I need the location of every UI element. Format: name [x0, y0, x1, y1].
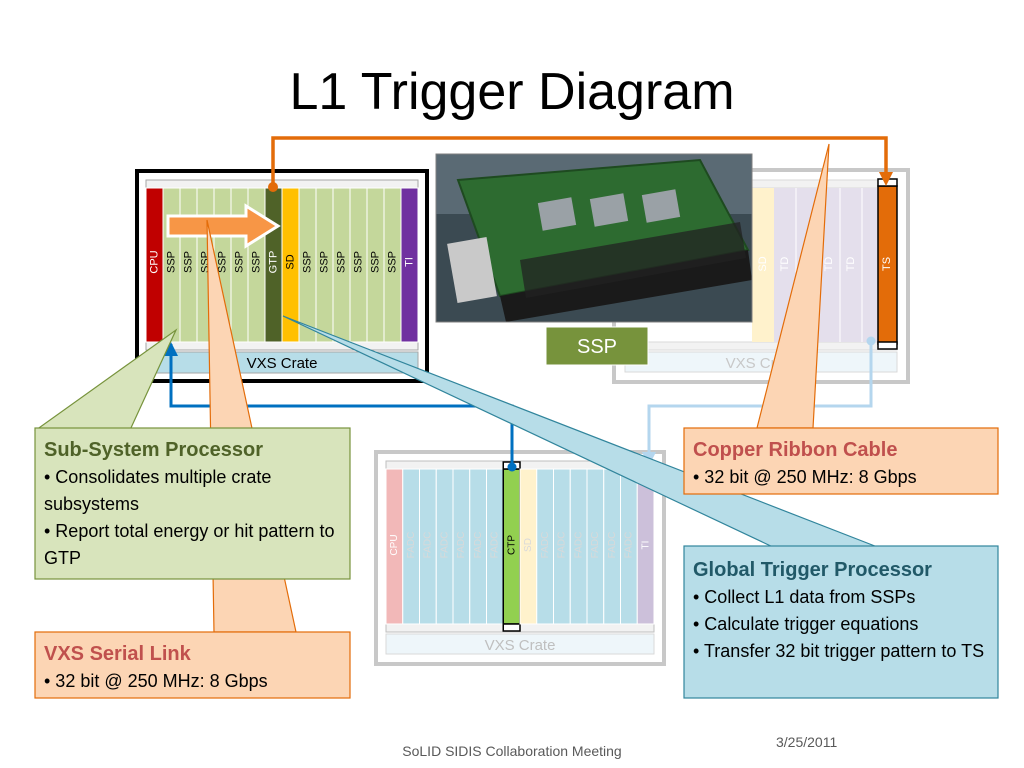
- left-slots-slot-label: SSP: [386, 251, 398, 273]
- bottom-crate: CPU FADC FADC FADC FADC FADC FADC CTP SD FADC FADC…: [374, 450, 666, 666]
- right-crate-slot-label: TD: [845, 257, 857, 272]
- left-crate-top-rail: [145, 179, 419, 189]
- left-crate-bottom-rail: [145, 341, 419, 351]
- gtp-callout: Global Trigger Processor • Collect L1 da…: [684, 550, 998, 671]
- ssp-photo-label: SSP: [577, 336, 617, 358]
- bottom-slots-slot-label: FADC: [590, 532, 601, 559]
- faded-link-endpoint: [866, 336, 876, 346]
- left-slots-slot-label: GTP: [267, 251, 279, 274]
- bottom-slots-slot-label: FADC: [406, 532, 417, 559]
- fpga-chip-3: [641, 189, 681, 223]
- left-slots-slot-label: SSP: [301, 251, 313, 273]
- link-endpoint-ctp: [507, 462, 517, 472]
- gtp-callout-bullet-3: • Transfer 32 bit trigger pattern to TS: [693, 641, 985, 661]
- bottom-slots-slot-label: FADC: [439, 532, 450, 559]
- bottom-slots-slot-label: FADC: [557, 532, 568, 559]
- cable-endpoint-gtp: [268, 182, 278, 192]
- copper-callout-bullet-1: • 32 bit @ 250 MHz: 8 Gbps: [693, 467, 917, 487]
- ssp-board-photo: [435, 153, 753, 323]
- bottom-slots-slot-label: FADC: [540, 532, 551, 559]
- left-slots-slot-label: SSP: [318, 251, 330, 273]
- copper-callout-heading: Copper Ribbon Cable: [693, 439, 898, 461]
- right-crate-slot-sd: [752, 188, 774, 342]
- ssp-callout-bullet-2: • Report total energy or hit pattern to …: [44, 521, 335, 568]
- bottom-slots-slot-label: CPU: [389, 534, 400, 555]
- gtp-callout-box: [683, 545, 999, 699]
- bottom-slots-slot-label: FADC: [573, 532, 584, 559]
- gtp-callout-bullet-1: • Collect L1 data from SSPs: [693, 587, 916, 607]
- right-crate-slot-label: TD: [823, 257, 835, 272]
- vxs-callout-box: [34, 631, 351, 699]
- left-crate-slots: CPU SSP SSP SSP SSP SSP SSP GTP SD SSP SSP SSP SSP SS…: [145, 187, 419, 343]
- ssp-callout-box: [34, 427, 351, 580]
- ssp-callout: Sub-System Processor • Consolidates mult…: [35, 430, 350, 578]
- left-slots-slot-label: SSP: [165, 251, 177, 273]
- vxs-callout: VXS Serial Link • 32 bit @ 250 MHz: 8 Gb…: [35, 634, 350, 701]
- left-slots-slot-label: SSP: [182, 251, 194, 273]
- bottom-slots-slot-label: TI: [640, 541, 651, 550]
- vxs-callout-heading: VXS Serial Link: [44, 643, 191, 665]
- left-slots-slot-label: SSP: [352, 251, 364, 273]
- vxs-serial-link: [169, 344, 514, 466]
- left-crate: CPU SSP SSP SSP SSP SSP SSP GTP SD SSP SSP SSP SSP SS…: [135, 169, 429, 383]
- bottom-slots-slot-label: FADC: [423, 532, 434, 559]
- copper-callout-box: [683, 427, 999, 495]
- photo-frame: [435, 153, 753, 323]
- faded-link: [647, 342, 873, 456]
- cable-arrowhead-ts: [879, 172, 893, 186]
- left-crate-label: VXS Crate: [247, 355, 318, 372]
- copper-ribbon-cable: [271, 136, 888, 186]
- gtp-callout-bullet-2: • Calculate trigger equations: [693, 614, 919, 634]
- footer-meeting: SoLID SIDIS Collaboration Meeting: [402, 743, 622, 759]
- right-crate-bottom-rail: [624, 341, 898, 351]
- bottom-crate-label: VXS Crate: [485, 637, 556, 654]
- left-slots-slot-label: CPU: [148, 250, 160, 273]
- left-slots-slot-label: SSP: [233, 251, 245, 273]
- right-crate-slot-label: TS: [881, 257, 893, 271]
- right-crate-slot-label: SD: [757, 256, 769, 271]
- copper-callout: Copper Ribbon Cable • 32 bit @ 250 MHz: …: [684, 430, 998, 497]
- bottom-slots-slot-label: FADC: [456, 532, 467, 559]
- bottom-crate-label-box: [385, 633, 655, 655]
- fpga-chip-1: [537, 197, 577, 231]
- bottom-slots-slot-label: SD: [523, 538, 534, 552]
- vxs-callout-bullet-1: • 32 bit @ 250 MHz: 8 Gbps: [44, 671, 268, 691]
- left-slots-slot-label: TI: [403, 257, 415, 267]
- bottom-slots-slot-label: FADC: [473, 532, 484, 559]
- heatsinks: [520, 222, 746, 298]
- left-slots-slot-label: SSP: [369, 251, 381, 273]
- left-slots-slot-label: SD: [284, 254, 296, 269]
- ssp-callout-heading: Sub-System Processor: [44, 439, 263, 461]
- data-flow-arrow: [166, 203, 281, 249]
- page-title: L1 Trigger Diagram: [289, 63, 735, 121]
- bottom-slots-slot-label: FADC: [607, 532, 618, 559]
- ts-bottom-connector: [877, 341, 898, 350]
- fpga-chip-2: [589, 193, 629, 227]
- ssp-callout-bullet-1: • Consolidates multiple crate subsystems: [44, 467, 272, 514]
- ctp-bottom-connector: [502, 623, 521, 632]
- left-slots-slot-label: SSP: [250, 251, 262, 273]
- gtp-callout-heading: Global Trigger Processor: [693, 559, 932, 581]
- footer-date: 3/25/2011: [776, 734, 838, 750]
- bottom-slots-slot-label: CTP: [506, 535, 517, 555]
- left-slots-slot-label: SSP: [335, 251, 347, 273]
- left-slots-slot-label: SSP: [216, 251, 228, 273]
- board-handle: [447, 236, 497, 304]
- right-crate-slot-label: TD: [779, 257, 791, 272]
- bottom-slots-slot-label: FADC: [490, 532, 501, 559]
- link-arrowhead-ssp: [164, 342, 178, 356]
- ssp-photo-label-box: [545, 326, 649, 366]
- bottom-crate-slots: CPU FADC FADC FADC FADC FADC FADC CTP SD FADC FADC…: [385, 461, 655, 632]
- bottom-slots-slot-label: FADC: [624, 532, 635, 559]
- left-slots-slot-ti: [400, 187, 419, 343]
